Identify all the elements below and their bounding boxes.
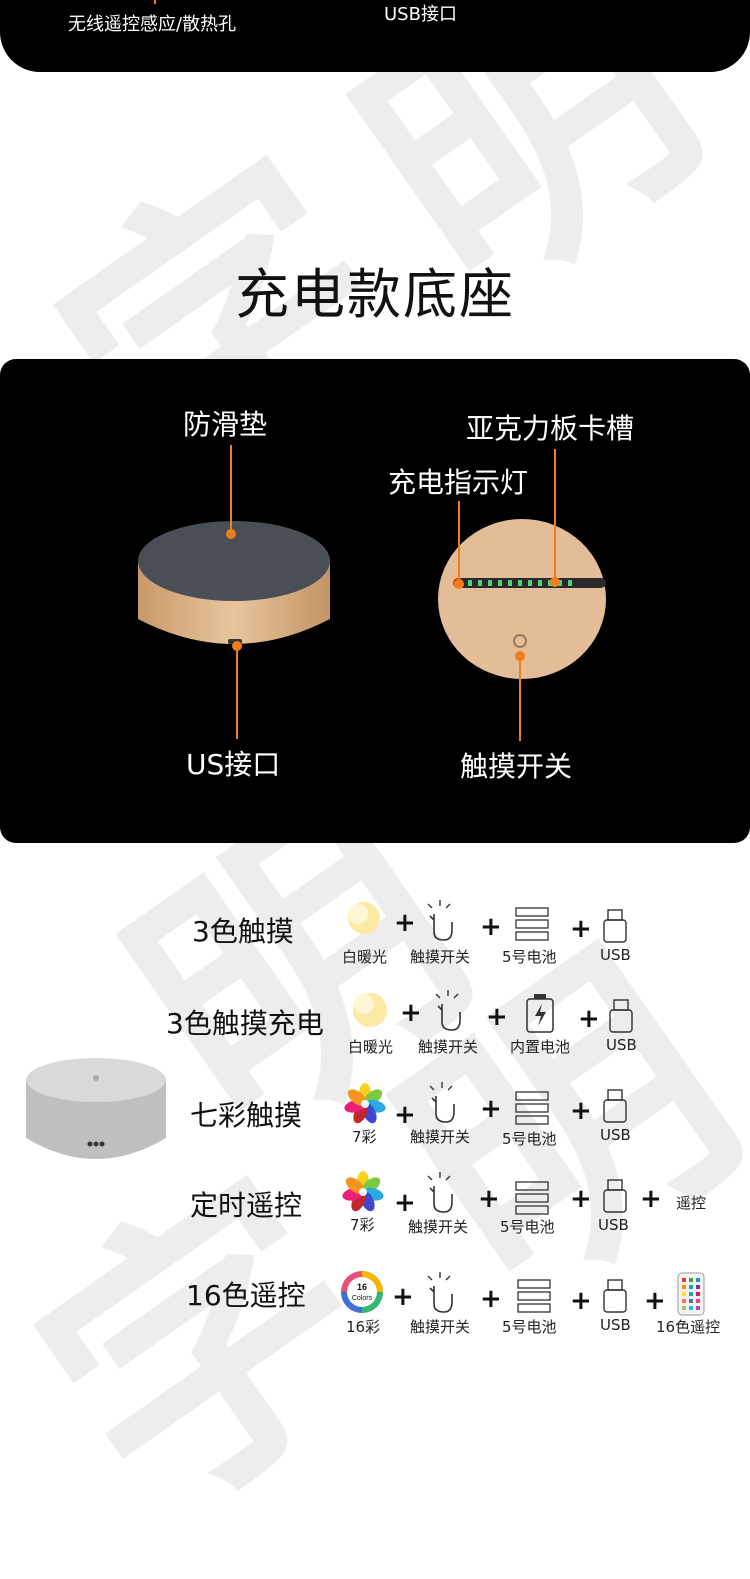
plus-icon: + (570, 1096, 592, 1126)
sixteen-colors-icon: 16 Colors (341, 1271, 383, 1313)
callout-dot (232, 641, 242, 651)
feature-caption: 触摸开关 (410, 1318, 471, 1336)
aa-battery-icon (515, 1181, 549, 1215)
feature-caption: 遥控 (676, 1194, 707, 1212)
section-title: 充电款底座 (235, 263, 515, 326)
feature-caption: 16彩 (346, 1318, 381, 1336)
feature-caption: USB (600, 946, 631, 964)
plus-icon: + (478, 1184, 500, 1214)
row-title: 3色触摸充电 (166, 1007, 324, 1040)
plus-icon: + (480, 1094, 502, 1124)
plus-icon: + (394, 1100, 416, 1130)
warm-white-light-icon (348, 902, 380, 934)
aa-battery-icon (517, 1279, 551, 1313)
plus-icon: + (570, 1184, 592, 1214)
usb-icon (603, 1279, 627, 1313)
feature-caption: 触摸开关 (418, 1038, 479, 1056)
callout-line (458, 501, 460, 579)
builtin-battery-icon (526, 994, 554, 1033)
warm-white-light-icon (353, 993, 387, 1027)
wooden-base-image (138, 521, 330, 644)
charging-base-panel: 防滑垫 US接口 亚克力板卡槽 充电指示灯 触摸开关 (0, 359, 750, 843)
plus-icon: + (640, 1184, 662, 1214)
feature-caption: 触摸开关 (410, 1128, 471, 1146)
feature-caption: 5号电池 (502, 948, 557, 966)
icon-number: 16 (357, 1282, 367, 1292)
feature-caption: USB (600, 1316, 631, 1334)
icon-word: Colors (352, 1295, 373, 1302)
touch-hand-icon (427, 900, 453, 941)
feature-caption: 7彩 (350, 1216, 375, 1234)
callout-dot (550, 577, 560, 587)
usb-icon (609, 999, 633, 1033)
grey-base-image (26, 1058, 166, 1159)
top-right-label: USB接口 (384, 4, 457, 25)
plus-icon: + (394, 908, 416, 938)
feature-caption: 5号电池 (502, 1318, 557, 1336)
plus-icon: + (570, 914, 592, 944)
callout-line (519, 659, 521, 741)
touch-hand-icon (429, 1082, 455, 1123)
feature-caption: USB (598, 1216, 629, 1234)
callout-dot (454, 579, 464, 589)
plus-icon: + (392, 1282, 414, 1312)
feature-caption: 内置电池 (510, 1038, 571, 1056)
feature-caption: 16色遥控 (656, 1318, 721, 1336)
remote-control-icon (677, 1272, 705, 1316)
callout-line (554, 449, 556, 579)
feature-caption: 白暖光 (348, 1038, 394, 1056)
feature-caption: 白暖光 (342, 948, 388, 966)
usb-icon (603, 909, 627, 943)
callout-line (236, 649, 238, 739)
plus-icon: + (394, 1188, 416, 1218)
usb-port-label: US接口 (186, 748, 281, 781)
feature-caption: 触摸开关 (410, 948, 471, 966)
charge-indicator-label: 充电指示灯 (388, 466, 529, 499)
plus-icon: + (644, 1286, 666, 1316)
touch-hand-icon (435, 990, 461, 1031)
row-title: 七彩触摸 (190, 1099, 303, 1132)
callout-dot (515, 651, 525, 661)
feature-caption: USB (606, 1036, 637, 1054)
acrylic-slot-label: 亚克力板卡槽 (466, 412, 635, 445)
feature-caption: 7彩 (352, 1128, 377, 1146)
plus-icon: + (486, 1002, 508, 1032)
row-title: 3色触摸 (192, 915, 294, 948)
plus-icon: + (578, 1004, 600, 1034)
callout-line (230, 445, 232, 533)
usb-icon (603, 1089, 627, 1123)
plus-icon: + (480, 1284, 502, 1314)
touch-hand-icon (427, 1272, 453, 1313)
plus-icon: + (400, 998, 422, 1028)
usb-icon (603, 1179, 627, 1213)
top-callout-line (154, 0, 156, 4)
touch-switch-label: 触摸开关 (460, 750, 573, 783)
plus-icon: + (570, 1286, 592, 1316)
row-title: 定时遥控 (190, 1189, 303, 1222)
aa-battery-icon (515, 1091, 549, 1125)
touch-hand-icon (427, 1172, 453, 1213)
row-title: 16色遥控 (186, 1279, 306, 1312)
plus-icon: + (480, 912, 502, 942)
feature-caption: 5号电池 (500, 1218, 555, 1236)
feature-caption: USB (600, 1126, 631, 1144)
top-panel: 无线遥控感应/散热孔 USB接口 (0, 0, 750, 72)
seven-color-flower-icon (342, 1171, 384, 1212)
feature-caption: 触摸开关 (408, 1218, 469, 1236)
feature-caption: 5号电池 (502, 1130, 557, 1148)
anti-slip-pad-label: 防滑垫 (183, 408, 268, 441)
top-left-label: 无线遥控感应/散热孔 (68, 14, 237, 35)
seven-color-flower-icon (344, 1083, 386, 1124)
aa-battery-icon (515, 907, 549, 941)
callout-dot (226, 529, 236, 539)
